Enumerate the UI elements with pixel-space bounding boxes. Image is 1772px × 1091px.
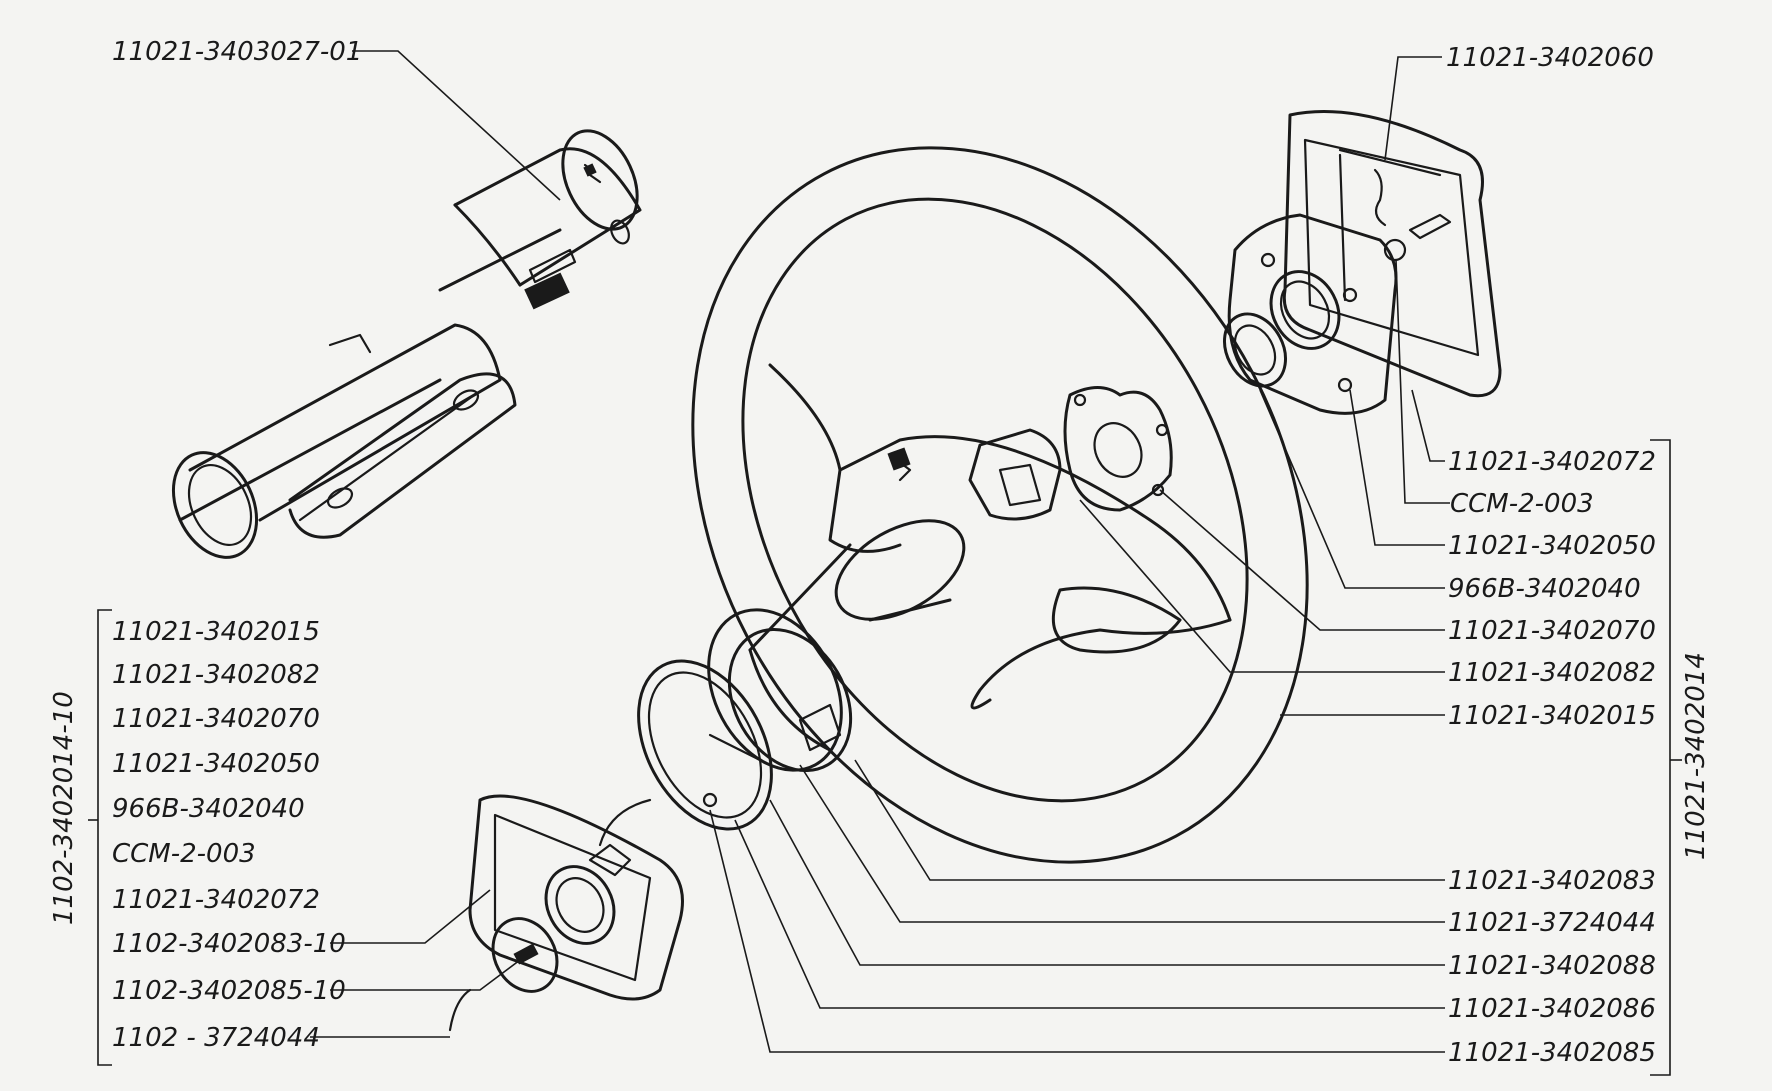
leader-lines (88, 50, 1682, 1076)
label-column-tube: 11021-3403027-01 (112, 37, 362, 67)
right-group-label: 11021-3402014 (1681, 652, 1711, 860)
left-list-label: 1102 - 3724044 (112, 1023, 320, 1053)
callout-right-label: 966В-3402040 (1448, 574, 1641, 604)
steering-wheel-rim (691, 146, 1309, 864)
callout-right-label: 11021-3402070 (1448, 616, 1656, 646)
label-pad-cover: 11021-3402060 (1446, 43, 1654, 73)
left-list-label: 11021-3402050 (112, 749, 320, 779)
callout-bottom-label: 11021-3402086 (1448, 994, 1656, 1024)
left-list-label: 966В-3402040 (112, 794, 305, 824)
lower-horn-pad (448, 794, 684, 1032)
left-list-label: 11021-3402082 (112, 660, 320, 690)
callout-right-label: 11021-3402050 (1448, 531, 1656, 561)
left-list-label: 11021-3402070 (112, 704, 320, 734)
left-list-label: 11021-3402015 (112, 617, 320, 647)
label-group-bottom: 11021-3402083 11021-3724044 11021-340208… (1448, 866, 1656, 1068)
horn-switch-housing (1223, 213, 1398, 415)
callout-right-label: 11021-3402072 (1448, 447, 1656, 477)
label-group-left: 11021-3402015 11021-3402082 11021-340207… (49, 617, 346, 1053)
steering-hub-boss (727, 519, 966, 773)
callout-bottom-label: 11021-3402088 (1448, 951, 1656, 981)
label-group-top: 11021-3403027-01 11021-3402060 (112, 37, 1654, 73)
left-list-label: ССМ-2-003 (112, 839, 256, 869)
callout-right-label: 11021-3402015 (1448, 701, 1656, 731)
left-group-label: 1102-3402014-10 (49, 691, 79, 925)
left-list-label: 11021-3402072 (112, 885, 320, 915)
callout-bottom-label: 11021-3402083 (1448, 866, 1656, 896)
horn-pad-cover (1282, 110, 1502, 398)
horn-brackets (968, 386, 1173, 521)
steering-column-tube (171, 129, 642, 559)
left-list-label: 1102-3402083-10 (112, 929, 346, 959)
callout-bottom-label: 11021-3402085 (1448, 1038, 1656, 1068)
callout-right-label: 11021-3402082 (1448, 658, 1656, 688)
callout-bottom-label: 11021-3724044 (1448, 908, 1656, 938)
label-group-right: 11021-3402072 ССМ-2-003 11021-3402050 96… (1448, 447, 1711, 860)
contact-rings (637, 608, 843, 831)
left-list-label: 1102-3402085-10 (112, 976, 346, 1006)
callout-right-label: ССМ-2-003 (1450, 489, 1594, 519)
